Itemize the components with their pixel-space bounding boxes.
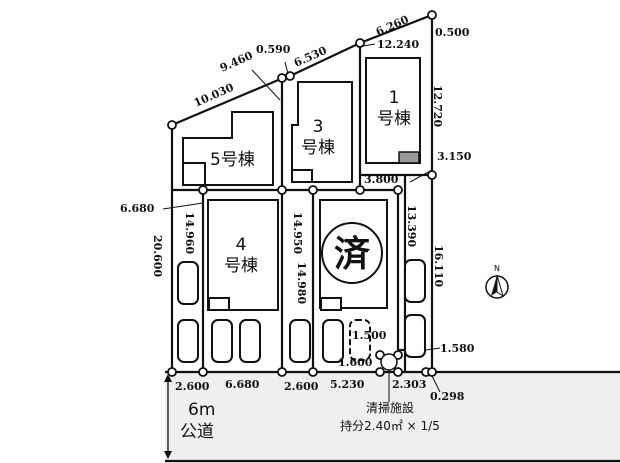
building-4-entrance [208, 297, 230, 311]
facility-share: 持分2.40㎡ × 1/5 [340, 418, 440, 433]
svg-text:0.590: 0.590 [256, 43, 291, 56]
lot-3-number: 3 [313, 117, 324, 137]
svg-text:14.960: 14.960 [183, 212, 196, 254]
svg-text:1.580: 1.580 [440, 342, 475, 355]
road-width: 6m [188, 400, 215, 420]
svg-text:6.260: 6.260 [374, 13, 411, 39]
svg-text:20.600: 20.600 [151, 235, 164, 277]
svg-text:14.980: 14.980 [295, 262, 308, 304]
lot-1-number: 1 [389, 88, 400, 108]
lot-4-suffix: 号棟 [224, 256, 258, 276]
svg-text:9.460: 9.460 [218, 49, 255, 75]
compass-north-label: N [494, 264, 500, 273]
svg-text:13.390: 13.390 [405, 205, 418, 247]
svg-text:12.240: 12.240 [377, 38, 419, 51]
svg-text:2.600: 2.600 [175, 380, 210, 393]
building-5-entrance [182, 162, 206, 186]
sold-mark: 済 [334, 234, 370, 275]
svg-text:5.230: 5.230 [330, 378, 365, 391]
svg-text:3.150: 3.150 [437, 150, 472, 163]
svg-text:6.680: 6.680 [120, 202, 155, 215]
lot-1-suffix: 号棟 [377, 109, 411, 129]
svg-text:6.680: 6.680 [225, 378, 260, 391]
building-1-entrance [398, 151, 420, 164]
svg-text:14.950: 14.950 [291, 212, 304, 254]
boundary-markers [167, 10, 437, 377]
svg-text:2.303: 2.303 [392, 378, 426, 391]
road-width-arrow [164, 374, 172, 459]
svg-text:3.800: 3.800 [364, 173, 399, 186]
svg-text:2.600: 2.600 [284, 380, 319, 393]
svg-text:12.720: 12.720 [431, 85, 444, 127]
svg-text:16.110: 16.110 [432, 245, 445, 287]
dimension-leaders [162, 43, 441, 393]
parking-cars [177, 259, 426, 363]
north-compass-icon [485, 274, 509, 299]
cleaning-facility-marker [380, 353, 398, 371]
building-2-entrance [320, 297, 342, 311]
facility-name: 清掃施設 [366, 400, 414, 415]
public-road-area [165, 372, 620, 463]
building-1[interactable] [365, 57, 421, 164]
svg-text:1.600: 1.600 [338, 356, 373, 369]
road-type: 公道 [180, 422, 214, 442]
svg-text:10.030: 10.030 [192, 81, 236, 110]
lot-4-number: 4 [236, 235, 247, 255]
lot-5-label: 5号棟 [210, 150, 255, 170]
building-4[interactable] [207, 199, 279, 311]
building-3-entrance [291, 169, 313, 183]
lot-3-suffix: 号棟 [301, 138, 335, 158]
svg-text:0.500: 0.500 [435, 26, 470, 39]
svg-text:0.298: 0.298 [430, 390, 465, 403]
svg-text:1.500: 1.500 [352, 329, 387, 342]
sold-badge [321, 222, 383, 284]
